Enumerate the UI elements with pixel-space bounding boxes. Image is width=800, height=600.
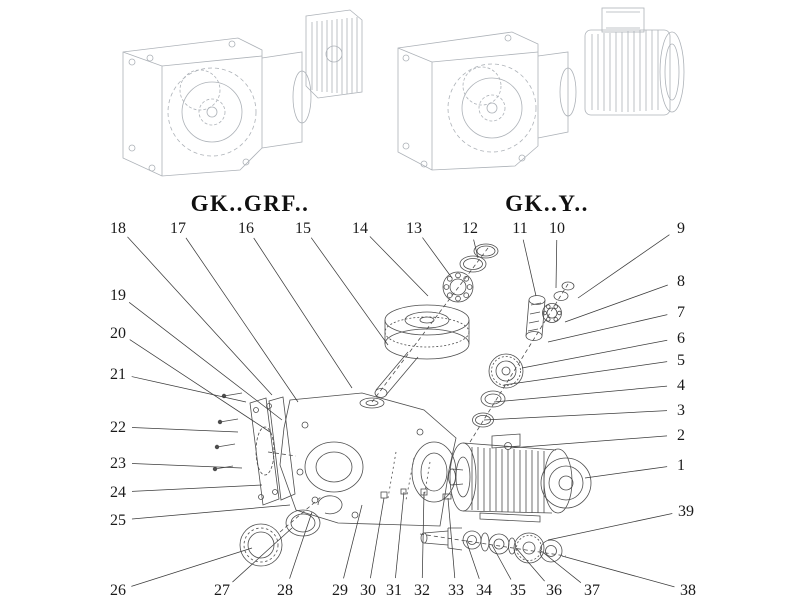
callout-label-3: 3 bbox=[677, 402, 685, 419]
callout-label-1: 1 bbox=[677, 457, 685, 474]
leader-line-23 bbox=[131, 463, 243, 469]
callout-label-26: 26 bbox=[110, 582, 126, 599]
callout-label-23: 23 bbox=[110, 455, 126, 472]
callout-label-20: 20 bbox=[110, 325, 126, 342]
callout-label-12: 12 bbox=[462, 220, 478, 237]
callout-label-27: 27 bbox=[214, 582, 230, 599]
callout-label-7: 7 bbox=[677, 304, 685, 321]
callout-label-18: 18 bbox=[110, 220, 126, 237]
leader-line-29 bbox=[343, 504, 363, 579]
callout-label-15: 15 bbox=[295, 220, 311, 237]
callout-label-36: 36 bbox=[546, 582, 562, 599]
leader-line-13 bbox=[422, 237, 453, 279]
leader-line-30 bbox=[370, 497, 385, 579]
leader-line-5 bbox=[503, 361, 668, 386]
leader-line-1 bbox=[584, 466, 668, 479]
callout-label-10: 10 bbox=[549, 220, 565, 237]
leader-line-37 bbox=[539, 549, 582, 583]
leader-line-35 bbox=[491, 544, 512, 580]
callout-label-25: 25 bbox=[110, 512, 126, 529]
leader-line-18 bbox=[127, 236, 273, 396]
leader-line-26 bbox=[131, 547, 253, 587]
callout-label-9: 9 bbox=[677, 220, 685, 237]
leader-line-31 bbox=[395, 491, 405, 579]
callout-label-24: 24 bbox=[110, 484, 126, 501]
leader-line-22 bbox=[131, 427, 239, 433]
callout-label-33: 33 bbox=[448, 582, 464, 599]
leader-line-33 bbox=[447, 497, 456, 579]
callout-label-39: 39 bbox=[678, 503, 694, 520]
leader-line-10 bbox=[555, 239, 558, 289]
callout-label-30: 30 bbox=[360, 582, 376, 599]
leader-line-15 bbox=[310, 237, 389, 346]
leader-line-28 bbox=[289, 511, 313, 579]
leader-line-6 bbox=[521, 339, 668, 369]
leader-line-38 bbox=[561, 555, 675, 588]
leader-line-17 bbox=[185, 237, 299, 403]
callout-label-6: 6 bbox=[677, 330, 685, 347]
leader-line-34 bbox=[465, 539, 480, 579]
leader-line-32 bbox=[421, 491, 425, 579]
callout-label-29: 29 bbox=[332, 582, 348, 599]
leader-line-16 bbox=[253, 237, 353, 389]
leader-line-24 bbox=[131, 484, 263, 492]
gearbox-y-drawing bbox=[397, 7, 685, 171]
callout-label-11: 11 bbox=[512, 220, 527, 237]
leader-line-2 bbox=[509, 435, 668, 449]
callout-label-2: 2 bbox=[677, 427, 685, 444]
callout-label-13: 13 bbox=[406, 220, 422, 237]
callout-label-16: 16 bbox=[238, 220, 254, 237]
leader-line-8 bbox=[564, 284, 668, 323]
callout-label-37: 37 bbox=[584, 582, 600, 599]
callout-label-21: 21 bbox=[110, 366, 126, 383]
callout-label-38: 38 bbox=[680, 582, 696, 599]
leader-line-9 bbox=[577, 234, 670, 299]
leader-line-21 bbox=[131, 376, 247, 403]
callout-label-17: 17 bbox=[170, 220, 186, 237]
leader-line-25 bbox=[131, 504, 291, 520]
leader-line-36 bbox=[515, 547, 545, 582]
leader-line-4 bbox=[493, 385, 668, 403]
callout-label-14: 14 bbox=[352, 220, 368, 237]
leader-line-12 bbox=[473, 239, 479, 259]
callout-label-31: 31 bbox=[386, 582, 402, 599]
callout-label-35: 35 bbox=[510, 582, 526, 599]
gearbox-grf-drawing bbox=[122, 9, 363, 177]
leader-line-20 bbox=[129, 339, 271, 433]
model-label-gk-y: GK..Y.. bbox=[505, 191, 589, 216]
leader-line-11 bbox=[522, 239, 537, 297]
callout-label-34: 34 bbox=[476, 582, 492, 599]
callout-label-19: 19 bbox=[110, 287, 126, 304]
callout-label-32: 32 bbox=[414, 582, 430, 599]
leader-line-3 bbox=[483, 410, 668, 421]
callout-label-22: 22 bbox=[110, 419, 126, 436]
leader-line-19 bbox=[128, 301, 283, 421]
leader-line-7 bbox=[547, 314, 668, 343]
model-label-gk-grf: GK..GRF.. bbox=[190, 191, 310, 216]
callout-label-4: 4 bbox=[677, 377, 685, 394]
leader-line-39 bbox=[547, 513, 673, 541]
leader-line-14 bbox=[369, 236, 429, 297]
callout-label-8: 8 bbox=[677, 273, 685, 290]
callout-label-5: 5 bbox=[677, 352, 685, 369]
callout-label-28: 28 bbox=[277, 582, 293, 599]
leader-line-27 bbox=[232, 527, 293, 583]
